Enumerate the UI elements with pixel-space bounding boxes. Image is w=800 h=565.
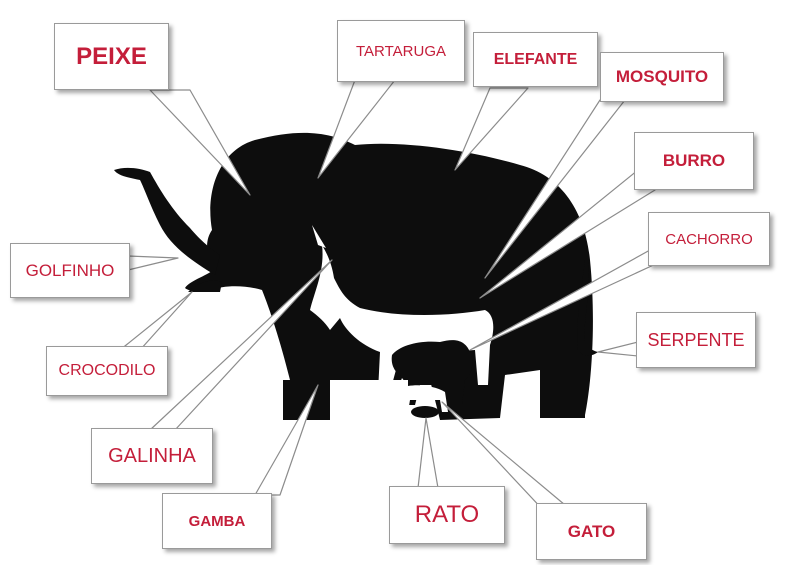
pointer-peixe xyxy=(149,89,251,196)
pointer-crocodilo xyxy=(119,291,193,351)
cat-body xyxy=(397,378,448,412)
label-golfinho: GOLFINHO xyxy=(10,243,130,298)
label-gamba: GAMBA xyxy=(162,493,272,549)
elephant-silhouette xyxy=(114,132,598,420)
label-serpente: SERPENTE xyxy=(636,312,756,368)
elephant-mouth xyxy=(188,280,222,292)
label-tartaruga: TARTARUGA xyxy=(337,20,465,82)
mouse-body xyxy=(411,406,439,418)
donkey-silhouette xyxy=(310,225,494,392)
label-mosquito: MOSQUITO xyxy=(600,52,724,102)
label-galinha: GALINHA xyxy=(91,428,213,484)
label-pointers xyxy=(119,79,661,513)
label-elefante: ELEFANTE xyxy=(473,32,598,87)
donkey-ear xyxy=(312,225,326,248)
label-rato: RATO xyxy=(389,486,505,544)
donkey-body xyxy=(310,245,494,392)
label-crocodilo: CROCODILO xyxy=(46,346,168,396)
pointer-elefante xyxy=(454,87,529,171)
cat-silhouette xyxy=(397,378,448,412)
elephant-tail xyxy=(577,260,598,356)
pointer-golfinho xyxy=(127,255,179,271)
pointer-serpente xyxy=(597,341,639,357)
label-gato: GATO xyxy=(536,503,647,560)
pointer-rato xyxy=(417,417,439,489)
label-peixe: PEIXE xyxy=(54,23,169,90)
label-burro: BURRO xyxy=(634,132,754,190)
elephant-body xyxy=(185,132,593,420)
mouse-silhouette xyxy=(411,406,439,418)
elephant-trunk xyxy=(114,167,220,275)
label-cachorro: CACHORRO xyxy=(648,212,770,266)
elephant-back-leg xyxy=(540,370,585,418)
